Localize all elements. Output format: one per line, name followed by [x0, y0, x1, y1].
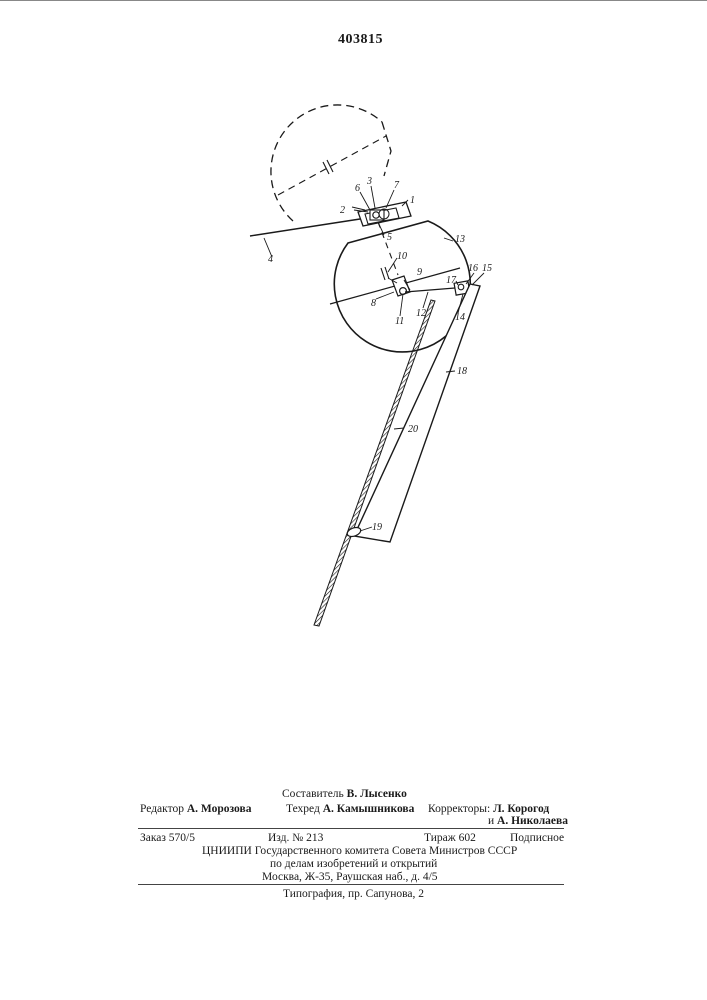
label-4: 4	[268, 254, 273, 265]
corrector-2: А. Николаева	[497, 815, 568, 827]
printer-line: Типография, пр. Сапунова, 2	[283, 888, 424, 901]
label-5: 5	[387, 232, 392, 243]
label-12: 12	[416, 308, 426, 319]
techred-line: Техред А. Камышникова	[286, 803, 414, 816]
label-1: 1	[410, 195, 415, 206]
label-8: 8	[371, 298, 376, 309]
publisher-line-2: по делам изобретений и открытий	[270, 858, 437, 871]
separator-line-2	[138, 884, 564, 885]
label-20: 20	[408, 424, 418, 435]
label-18: 18	[457, 366, 467, 377]
compiler-line: Составитель В. Лысенко	[282, 788, 407, 801]
corrector-1: Л. Корогод	[493, 803, 549, 815]
label-14: 14	[455, 312, 465, 323]
editor-prefix: Редактор	[140, 803, 184, 815]
dashed-upper-drum-tail	[382, 122, 391, 176]
editor-name: А. Морозова	[187, 803, 252, 815]
label-9: 9	[417, 267, 422, 278]
correctors-prefix: Корректоры:	[428, 803, 490, 815]
compiler-name: В. Лысенко	[347, 788, 407, 800]
label-17: 17	[446, 275, 457, 286]
order-number: Заказ 570/5	[140, 832, 195, 845]
subscription-note: Подписное	[510, 832, 564, 845]
editor-line: Редактор А. Морозова	[140, 803, 251, 816]
print-run: Тираж 602	[424, 832, 476, 845]
link-12	[405, 288, 455, 292]
dashed-upper-drum	[271, 105, 382, 221]
label-7: 7	[394, 180, 400, 191]
label-6: 6	[355, 183, 360, 194]
techred-name: А. Камышникова	[323, 803, 415, 815]
cable-line-4	[250, 219, 360, 236]
corrector-2-prefix: и	[488, 815, 494, 827]
publisher-line-3: Москва, Ж-35, Раушская наб., д. 4/5	[262, 871, 438, 884]
edition-number: Изд. № 213	[268, 832, 323, 845]
separator-line-1	[138, 828, 564, 829]
label-15: 15	[482, 263, 492, 274]
label-3: 3	[366, 176, 372, 187]
label-10: 10	[397, 251, 407, 262]
corrector-2-line: и А. Николаева	[488, 815, 568, 828]
label-19: 19	[372, 522, 382, 533]
lower-clamp-assembly	[392, 276, 410, 296]
label-11: 11	[395, 316, 404, 327]
compiler-prefix: Составитель	[282, 788, 344, 800]
label-13: 13	[455, 234, 465, 245]
label-2: 2	[340, 205, 345, 216]
publisher-line-1: ЦНИИПИ Государственного комитета Совета …	[202, 845, 517, 858]
techred-prefix: Техред	[286, 803, 320, 815]
label-16: 16	[468, 263, 478, 274]
